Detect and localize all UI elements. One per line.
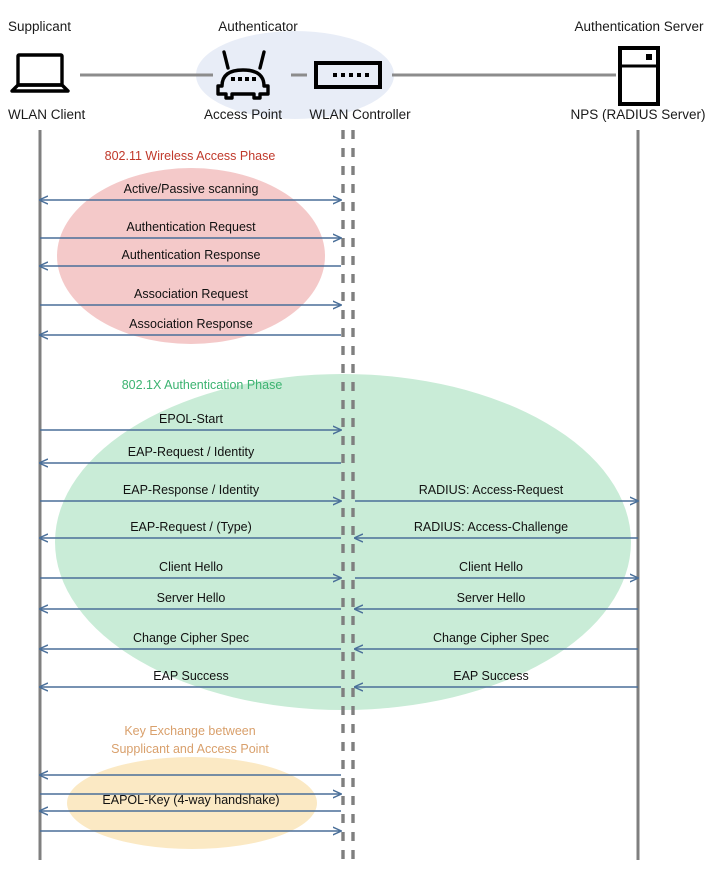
phase-label-key-exchange: Key Exchange between Supplicant and Acce… xyxy=(111,722,269,758)
message-label: Active/Passive scanning xyxy=(123,182,259,196)
phase-label-key-exchange-line1: Key Exchange between xyxy=(124,724,256,738)
lifelines xyxy=(38,130,640,860)
phase-label-key-exchange-line2: Supplicant and Access Point xyxy=(111,742,269,757)
message-arrow-group xyxy=(40,200,638,831)
access-point-leds xyxy=(231,77,256,81)
phase-ellipse-phase-80211 xyxy=(57,168,325,344)
message-label: EAP-Response / Identity xyxy=(122,483,260,497)
phase-ellipse-phase-8021x xyxy=(55,374,631,710)
actor-name-access-point: Access Point xyxy=(203,107,283,122)
message-label: RADIUS: Access-Request xyxy=(418,483,564,497)
message-label: Client Hello xyxy=(159,560,223,574)
server-led xyxy=(646,54,652,60)
actor-name-nps-radius-server: NPS (RADIUS Server) xyxy=(570,107,706,122)
message-label: EAP-Request / (Type) xyxy=(130,520,252,534)
message-label: EPOL-Start xyxy=(159,412,223,426)
phase-ellipse-phase-key-exchange xyxy=(67,757,317,849)
server-icon xyxy=(618,46,660,106)
actor-name-wlan-controller: WLAN Controller xyxy=(309,107,411,122)
message-label: EAP Success xyxy=(153,669,229,683)
message-label: EAP-Request / Identity xyxy=(127,445,255,459)
controller-leds xyxy=(333,73,369,77)
actor-name-wlan-client: WLAN Client xyxy=(8,107,86,122)
actor-role-authenticator: Authenticator xyxy=(218,19,298,34)
phase-ellipse-group xyxy=(55,168,631,849)
message-label: Change Cipher Spec xyxy=(132,631,250,645)
message-label: Server Hello xyxy=(456,591,526,605)
message-label: Association Response xyxy=(129,317,253,331)
laptop-icon xyxy=(10,53,70,93)
actor-role-supplicant: Supplicant xyxy=(8,19,72,34)
access-point-icon xyxy=(216,50,270,100)
message-label: EAP Success xyxy=(453,669,529,683)
wlan-controller-icon xyxy=(314,61,382,89)
phase-label-80211: 802.11 Wireless Access Phase xyxy=(104,149,276,163)
message-label: Authentication Request xyxy=(126,220,256,234)
message-label: EAPOL-Key (4-way handshake) xyxy=(102,793,280,807)
message-label: Server Hello xyxy=(156,591,226,605)
message-label: Association Request xyxy=(134,287,248,301)
actor-role-auth-server: Authentication Server xyxy=(574,19,704,34)
message-label: Client Hello xyxy=(459,560,523,574)
message-label: Authentication Response xyxy=(121,248,261,262)
message-label: RADIUS: Access-Challenge xyxy=(413,520,569,534)
message-label: Change Cipher Spec xyxy=(432,631,550,645)
phase-label-8021x: 802.1X Authentication Phase xyxy=(121,378,283,392)
